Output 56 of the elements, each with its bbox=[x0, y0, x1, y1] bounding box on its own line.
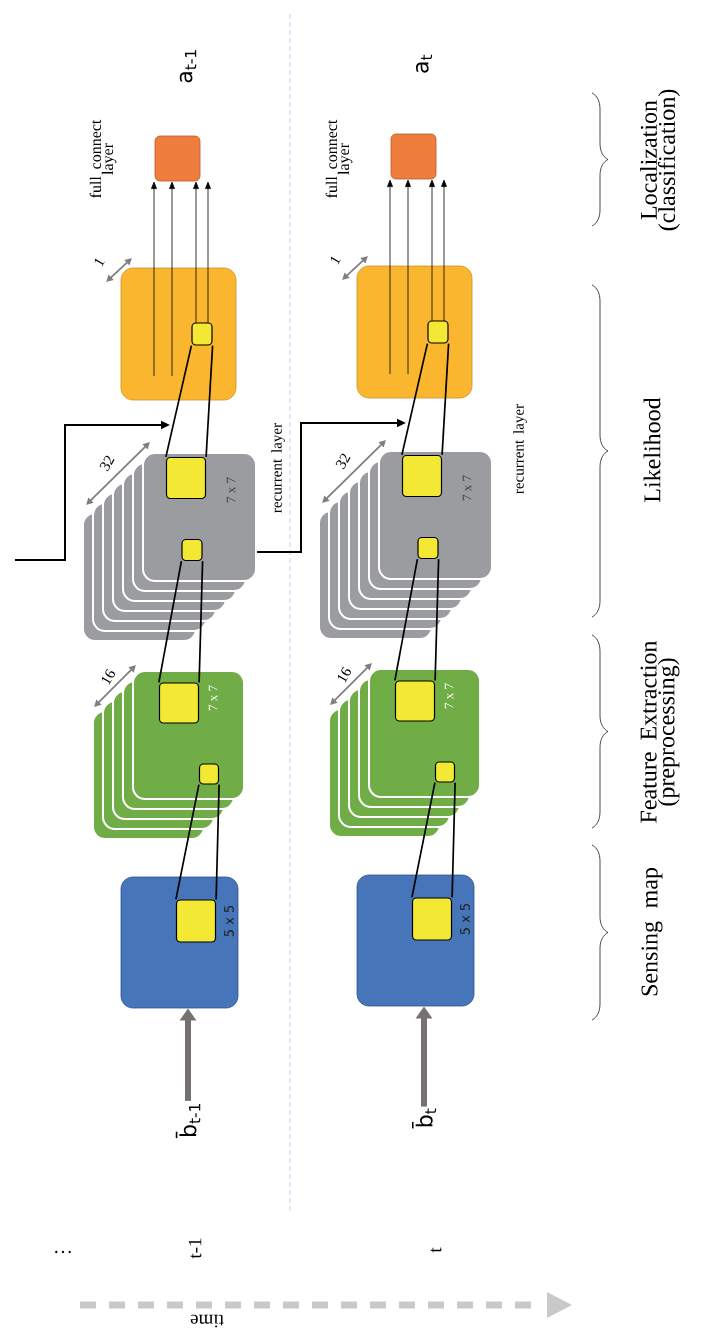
input-label: b̄$_{t}$ bbox=[411, 1108, 437, 1129]
projection-line bbox=[198, 560, 204, 684]
input-label: b̄$_{t-1}$ bbox=[175, 1104, 201, 1139]
output-label: a$_{t}$ bbox=[416, 54, 432, 73]
projection-line bbox=[158, 560, 183, 684]
text-label: full connect layer bbox=[325, 119, 353, 198]
projection-line bbox=[205, 344, 214, 458]
arrow bbox=[429, 179, 435, 322]
dimension-label: 32 bbox=[99, 455, 115, 472]
text-label: recurrent layer bbox=[271, 423, 285, 513]
projection-line bbox=[215, 783, 220, 901]
receptive-field-square bbox=[401, 454, 443, 498]
size-label: 5 x 5 bbox=[460, 903, 470, 935]
section-label: Feature Extraction (preprocessing) bbox=[640, 640, 680, 823]
receptive-field-square bbox=[411, 897, 453, 941]
dimension-label: 1 bbox=[330, 256, 341, 265]
size-label: 7 x 7 bbox=[226, 477, 236, 503]
arrow bbox=[441, 179, 447, 322]
size-label: 7 x 7 bbox=[462, 475, 472, 501]
dimension-label: 16 bbox=[102, 669, 115, 685]
likelihood-map-box bbox=[120, 267, 237, 401]
text-label: recurrent layer bbox=[513, 404, 527, 494]
receptive-field-square bbox=[394, 680, 436, 722]
section-label: Localization (classification) bbox=[640, 89, 680, 231]
text-label: time bbox=[190, 1314, 224, 1328]
projection-line bbox=[411, 781, 436, 899]
dimension-label: 1 bbox=[94, 258, 105, 267]
receptive-field-square bbox=[158, 682, 200, 724]
receptive-field-square bbox=[165, 456, 207, 500]
projection-line bbox=[434, 558, 440, 682]
size-label: 7 x 7 bbox=[444, 683, 454, 709]
size-label: 5 x 5 bbox=[224, 905, 234, 937]
projection-line bbox=[175, 783, 200, 901]
section-label: Likelihood bbox=[643, 397, 661, 502]
dimension-label: 16 bbox=[338, 667, 351, 683]
text-label: t-1 bbox=[188, 1238, 202, 1259]
arrow bbox=[405, 179, 411, 375]
dimension-label: 32 bbox=[335, 453, 351, 470]
arrow bbox=[169, 181, 175, 377]
text-label: … bbox=[55, 1250, 71, 1254]
arrow bbox=[205, 181, 211, 324]
receptive-field-square bbox=[175, 899, 217, 943]
projection-line bbox=[401, 342, 429, 456]
section-label: Sensing map bbox=[641, 868, 663, 996]
arrow bbox=[151, 181, 157, 377]
arrow bbox=[193, 181, 199, 324]
likelihood-map-box bbox=[356, 265, 473, 399]
projection-line bbox=[441, 342, 450, 456]
projection-line bbox=[394, 558, 419, 682]
projection-line bbox=[165, 344, 193, 458]
size-label: 7 x 7 bbox=[208, 685, 218, 711]
text-label: t bbox=[430, 1247, 442, 1253]
arrow bbox=[387, 179, 393, 375]
output-label: a$_{t-1}$ bbox=[179, 50, 197, 83]
text-label: full connect layer bbox=[89, 119, 117, 198]
projection-line bbox=[451, 781, 456, 899]
